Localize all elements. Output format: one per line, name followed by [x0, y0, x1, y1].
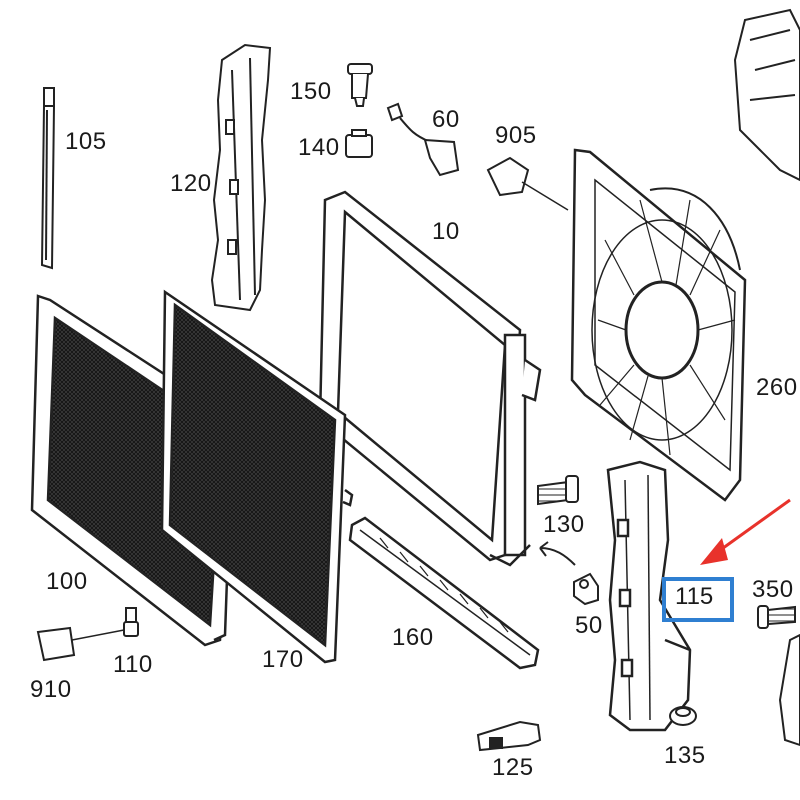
part-120-bracket: [210, 43, 272, 312]
part-910-label: [36, 626, 76, 662]
label-130: 130: [543, 511, 585, 538]
part-260-fan-shroud: [570, 148, 747, 502]
label-100: 100: [46, 568, 88, 595]
partial-component-top-right: [733, 8, 800, 182]
part-140-nut: [345, 129, 373, 158]
part-105-rod: [40, 87, 55, 270]
part-50-clip: [573, 572, 599, 606]
label-60: 60: [432, 106, 460, 133]
partial-component-bottom-right: [778, 633, 800, 747]
highlight-box: [662, 577, 734, 622]
label-150: 150: [290, 78, 332, 105]
highlight-arrow: [700, 498, 791, 565]
part-905-label: [486, 156, 569, 211]
part-125-bracket: [476, 720, 542, 752]
part-135-grommet: [669, 706, 697, 726]
part-350-screw: [757, 605, 796, 629]
label-905: 905: [495, 122, 537, 149]
label-260: 260: [756, 374, 798, 401]
label-10: 10: [432, 218, 460, 245]
label-115-highlighted: 115: [675, 583, 714, 610]
label-135: 135: [664, 742, 706, 769]
label-910: 910: [30, 676, 72, 703]
label-50: 50: [575, 612, 603, 639]
part-170-mesh-panel: [160, 289, 354, 664]
label-125: 125: [492, 754, 534, 781]
part-150-clip: [347, 63, 373, 107]
label-140: 140: [298, 134, 340, 161]
part-50-arrow: [539, 541, 576, 566]
part-130-bolt: [537, 475, 579, 506]
part-60-sensor: [386, 102, 460, 177]
label-105: 105: [65, 128, 107, 155]
part-160-air-guide: [348, 516, 540, 670]
label-350: 350: [752, 576, 794, 603]
part-110-sensor: [71, 607, 139, 641]
label-170: 170: [262, 646, 304, 673]
label-120: 120: [170, 170, 212, 197]
part-10-radiator: [318, 190, 542, 567]
label-110: 110: [113, 651, 153, 678]
label-160: 160: [392, 624, 434, 651]
part-100-condenser: [30, 294, 237, 647]
